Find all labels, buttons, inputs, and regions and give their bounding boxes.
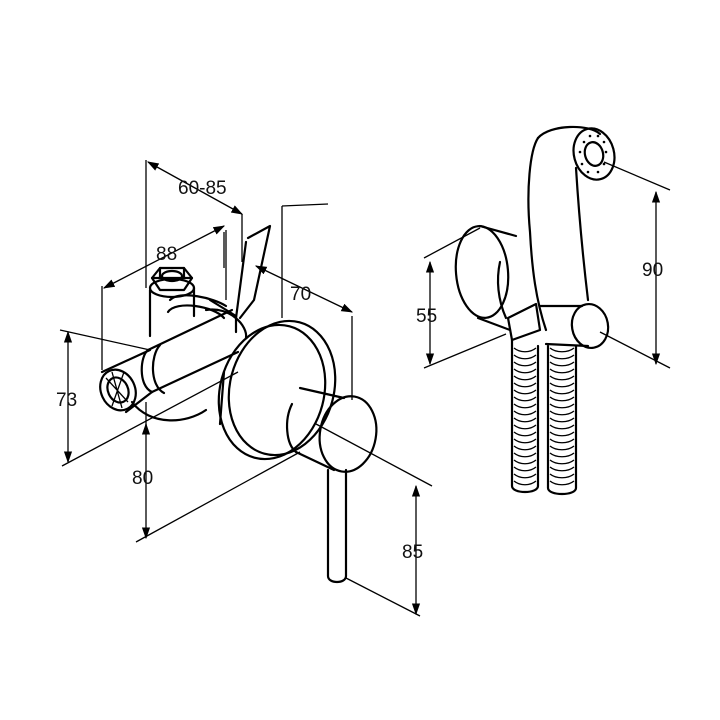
hose-coil: [513, 459, 537, 465]
hose-coil: [513, 431, 537, 437]
hose-coil: [549, 368, 575, 374]
braided-hose: [510, 338, 578, 496]
hose-coil: [549, 396, 575, 402]
dim-label-80: 80: [132, 468, 153, 489]
hose-coil: [513, 375, 537, 381]
hand-shower-assembly: [454, 125, 616, 496]
hose-coil: [513, 403, 537, 409]
hose-coil: [549, 361, 575, 367]
hose-coil: [549, 424, 575, 430]
hose-coil: [549, 473, 575, 479]
dim-label-88: 88: [156, 244, 177, 265]
hose-coil: [513, 396, 537, 402]
top-outlet-stub: [148, 266, 196, 338]
hose-coil: [549, 438, 575, 444]
wall-bracket: [454, 224, 518, 332]
hose-coil: [549, 431, 575, 437]
hose-coil: [549, 389, 575, 395]
hose-coil: [513, 452, 537, 458]
hose-coil: [549, 354, 575, 360]
hose-coil: [513, 445, 537, 451]
dimension-lines-right: [425, 190, 661, 366]
shower-handle: [506, 125, 616, 349]
threaded-inlet: [99, 348, 154, 414]
hose-coil: [513, 480, 537, 486]
hose-coil: [549, 452, 575, 458]
dim-label-73: 73: [56, 390, 77, 411]
extension-lines-right: [423, 161, 671, 369]
hose-coil: [549, 382, 575, 388]
hose-coil: [513, 410, 537, 416]
hose-coil: [549, 480, 575, 486]
dim-label-90: 90: [642, 260, 663, 281]
dim-label-55: 55: [416, 306, 437, 327]
dim-label-70: 70: [290, 284, 311, 305]
hose-coil: [549, 403, 575, 409]
hose-coil: [513, 466, 537, 472]
hose-coil: [513, 389, 537, 395]
hose-coil: [549, 445, 575, 451]
handle-cylinder: [286, 386, 378, 473]
hose-coil: [549, 410, 575, 416]
dimension-lines-left: [63, 161, 421, 616]
hose-coil: [513, 473, 537, 479]
hose-coil: [513, 347, 537, 353]
hose-coil: [513, 354, 537, 360]
wall-rosette: [217, 319, 337, 461]
dim-label-60-85: 60-85: [178, 178, 227, 199]
hose-coil: [513, 424, 537, 430]
hose-coil: [549, 347, 575, 353]
hose-coil: [513, 368, 537, 374]
mixer-assembly: [99, 224, 378, 584]
hose-coil: [549, 459, 575, 465]
sleeve-extension: [204, 224, 272, 340]
dim-label-85: 85: [402, 542, 423, 563]
hose-coil: [549, 375, 575, 381]
hose-coil: [513, 382, 537, 388]
hose-coil: [549, 466, 575, 472]
hose-coil: [549, 417, 575, 423]
hose-coil: [513, 417, 537, 423]
hose-coil: [513, 438, 537, 444]
lever-handle: [326, 468, 348, 584]
hose-coil: [513, 361, 537, 367]
